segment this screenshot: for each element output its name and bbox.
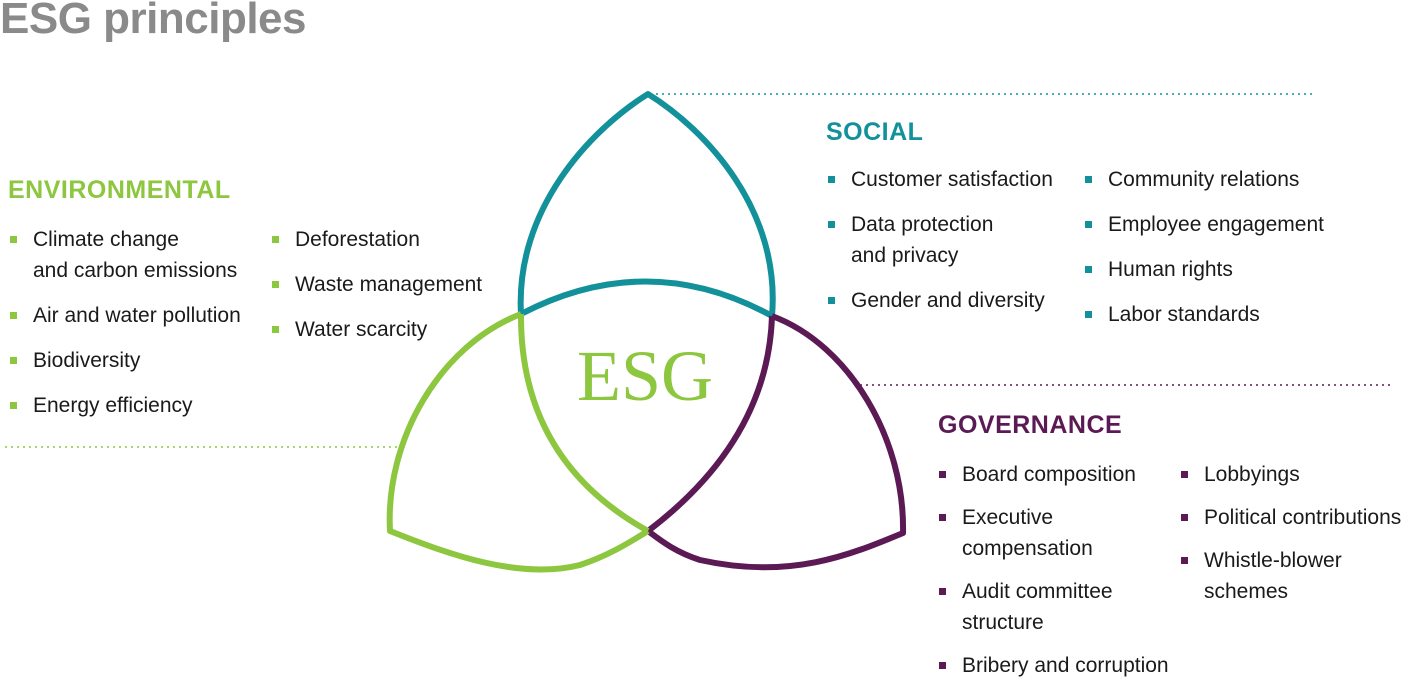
list-item: Climate change and carbon emissions xyxy=(8,224,258,286)
list-item: Deforestation xyxy=(270,224,510,255)
bullet-square-icon xyxy=(10,402,17,409)
bullet-square-icon xyxy=(10,357,17,364)
list-item: Executive compensation xyxy=(937,502,1177,564)
governance-title: GOVERNANCE xyxy=(938,411,1123,439)
list-item: Bribery and corruption xyxy=(937,650,1177,681)
list-item: Data protection and privacy xyxy=(826,209,1066,271)
environmental-lobe xyxy=(386,311,650,573)
list-item: Labor standards xyxy=(1083,299,1343,330)
social-inner-arc xyxy=(519,278,774,319)
list-item-text: Deforestation xyxy=(295,228,420,251)
list-item-text: Waste management xyxy=(295,273,483,296)
bullet-square-icon xyxy=(1085,221,1092,228)
bullet-square-icon xyxy=(1085,176,1092,183)
list-item-text: structure xyxy=(962,611,1044,634)
esg-center-label: ESG xyxy=(577,336,714,416)
list-item: Board composition xyxy=(937,459,1177,490)
list-item: Employee engagement xyxy=(1083,209,1343,240)
bullet-square-icon xyxy=(828,176,835,183)
list-item-text: Energy efficiency xyxy=(33,394,193,417)
bullet-square-icon xyxy=(10,312,17,319)
list-item-text: Air and water pollution xyxy=(33,304,241,327)
list-item: Whistle-blower schemes xyxy=(1179,545,1414,607)
environmental-inner-arc xyxy=(517,313,650,534)
list-item-text: Board composition xyxy=(962,463,1136,486)
bullet-square-icon xyxy=(272,236,279,243)
list-item: Biodiversity xyxy=(8,345,258,376)
list-item-text: Water scarcity xyxy=(295,318,428,341)
list-item-text: Climate change xyxy=(33,228,179,251)
bullet-square-icon xyxy=(1181,514,1188,521)
bullet-square-icon xyxy=(939,514,946,521)
list-item: Community relations xyxy=(1083,164,1343,195)
list-item-text: Customer satisfaction xyxy=(851,168,1053,191)
bullet-square-icon xyxy=(1181,471,1188,478)
list-item-text: Whistle-blower xyxy=(1204,549,1342,572)
bullet-square-icon xyxy=(272,326,279,333)
list-item: Audit committee structure xyxy=(937,576,1177,638)
bullet-square-icon xyxy=(1181,557,1188,564)
governance-inner-arc xyxy=(646,315,775,534)
bullet-square-icon xyxy=(1085,311,1092,318)
list-item-text: Gender and diversity xyxy=(851,289,1045,312)
environmental-title: ENVIRONMENTAL xyxy=(8,176,231,204)
list-item-text: Labor standards xyxy=(1108,303,1260,326)
bullet-square-icon xyxy=(272,281,279,288)
list-item-text: Biodiversity xyxy=(33,349,141,372)
list-item: Gender and diversity xyxy=(826,285,1066,316)
list-item-text: Executive xyxy=(962,506,1054,529)
list-item-text: Community relations xyxy=(1108,168,1300,191)
social-title: SOCIAL xyxy=(826,118,924,146)
social-lobe xyxy=(517,91,776,317)
list-item: Customer satisfaction xyxy=(826,164,1066,195)
bullet-square-icon xyxy=(10,236,17,243)
list-item-text: Lobbyings xyxy=(1204,463,1300,486)
list-item: Waste management xyxy=(270,269,510,300)
list-item: Air and water pollution xyxy=(8,300,258,331)
list-item-text: Audit committee xyxy=(962,580,1113,603)
list-item-text: Employee engagement xyxy=(1108,213,1324,236)
list-item-text: Bribery and corruption xyxy=(962,654,1169,677)
bullet-square-icon xyxy=(828,221,835,228)
page-title: ESG principles xyxy=(0,0,306,43)
list-item-text: and carbon emissions xyxy=(33,259,238,282)
list-item: Lobbyings xyxy=(1179,459,1414,490)
list-item-text: Data protection xyxy=(851,213,994,236)
bullet-square-icon xyxy=(939,588,946,595)
governance-lobe xyxy=(646,313,907,571)
bullet-square-icon xyxy=(828,297,835,304)
bullet-square-icon xyxy=(939,662,946,669)
list-item: Human rights xyxy=(1083,254,1343,285)
bullet-square-icon xyxy=(1085,266,1092,273)
list-item-text: Human rights xyxy=(1108,258,1233,281)
list-item-text: Political contributions xyxy=(1204,506,1402,529)
list-item-text: compensation xyxy=(962,537,1093,560)
list-item: Political contributions xyxy=(1179,502,1414,533)
list-item: Energy efficiency xyxy=(8,390,258,421)
list-item-text: and privacy xyxy=(851,244,959,267)
list-item-text: schemes xyxy=(1204,580,1289,603)
bullet-square-icon xyxy=(939,471,946,478)
list-item: Water scarcity xyxy=(270,314,510,345)
